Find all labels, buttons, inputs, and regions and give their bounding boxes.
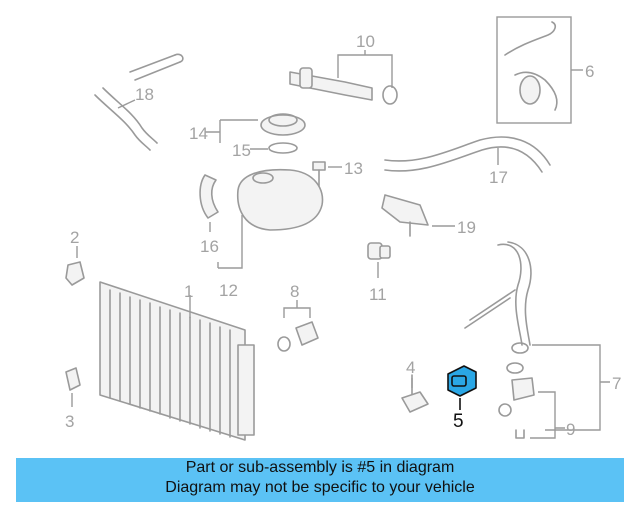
callout-10: 10 xyxy=(356,32,375,51)
part-5-highlighted[interactable] xyxy=(447,365,477,397)
part-12-tank xyxy=(236,168,324,231)
part-8-leader xyxy=(283,300,311,318)
part-11-connector xyxy=(367,242,391,260)
banner-line-2: Diagram may not be specific to your vehi… xyxy=(165,479,475,496)
callout-6: 6 xyxy=(585,62,594,81)
callout-11: 11 xyxy=(369,285,387,304)
part-17-hose xyxy=(384,136,551,173)
callout-14: 14 xyxy=(189,124,208,143)
part-18-hose xyxy=(94,53,184,151)
callout-3: 3 xyxy=(65,412,74,431)
part-19-sensor xyxy=(381,194,429,237)
part-10-pipe xyxy=(289,67,398,105)
part-9-leader xyxy=(530,391,565,439)
callout-18: 18 xyxy=(135,85,154,104)
callout-13: 13 xyxy=(344,159,363,178)
info-banner: Part or sub-assembly is #5 in diagram Di… xyxy=(16,458,624,502)
callout-2: 2 xyxy=(70,228,79,247)
callout-1: 1 xyxy=(184,282,193,301)
part-14-cap xyxy=(260,114,306,136)
callout-15: 15 xyxy=(232,141,251,160)
callout-4: 4 xyxy=(406,358,415,377)
part-6-assembly xyxy=(504,21,558,111)
part-14-cap-top xyxy=(268,113,298,127)
callout-9: 9 xyxy=(566,420,575,439)
callout-12: 12 xyxy=(219,281,238,300)
parts-diagram: 18 10 6 14 15 13 17 16 1 xyxy=(65,16,621,441)
part-13-bolt xyxy=(312,161,326,187)
callout-19: 19 xyxy=(457,218,476,237)
part-1-radiator xyxy=(99,281,255,441)
part-14-leader xyxy=(205,119,258,143)
part-3-bracket xyxy=(65,367,81,391)
callout-17: 17 xyxy=(489,168,508,187)
part-4-sensor xyxy=(401,374,429,413)
part-9-fittings xyxy=(498,377,535,439)
callout-16: 16 xyxy=(200,237,219,256)
part-7-leader xyxy=(532,344,610,431)
part-12-leader xyxy=(217,215,243,269)
callout-8: 8 xyxy=(290,282,299,301)
part-8-parts xyxy=(277,321,319,352)
part-6-box xyxy=(496,16,572,124)
part-7-hose-assembly xyxy=(464,241,532,374)
part-15-gasket xyxy=(268,142,298,154)
part-16-hose xyxy=(199,174,219,219)
callout-5[interactable]: 5 xyxy=(453,411,464,432)
part-18-leader xyxy=(117,99,136,109)
callout-7: 7 xyxy=(612,374,621,393)
banner-line-1: Part or sub-assembly is #5 in diagram xyxy=(185,459,455,476)
part-2-bracket xyxy=(65,261,85,286)
